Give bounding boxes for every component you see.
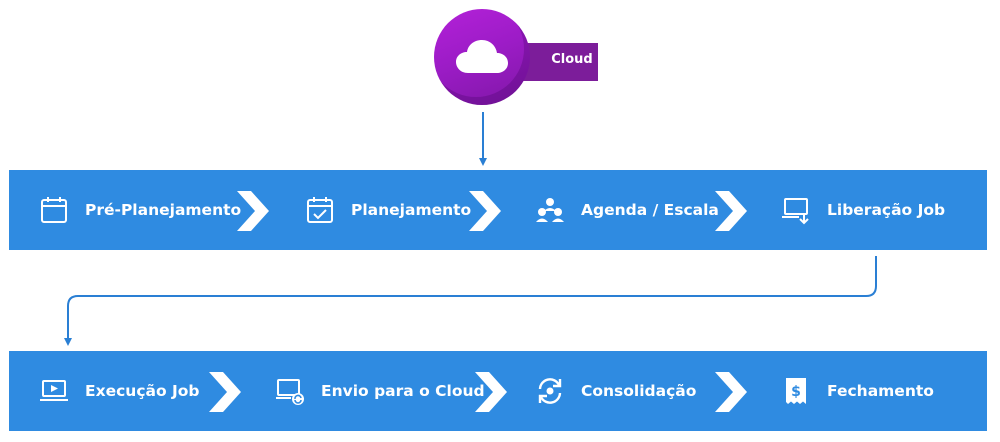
calendar-icon xyxy=(41,197,67,223)
step-label: Agenda / Escala xyxy=(581,201,719,219)
refresh-cycle-icon xyxy=(538,378,562,404)
chevron-right-icon xyxy=(715,372,747,412)
cloud-badge: Cloud xyxy=(434,9,599,105)
step-liberacao-job[interactable]: Liberação Job xyxy=(781,170,945,250)
step-label: Execução Job xyxy=(85,382,200,400)
step-label: Fechamento xyxy=(827,382,934,400)
step-pre-planejamento[interactable]: Pré-Planejamento xyxy=(39,170,241,250)
step-consolidacao[interactable]: Consolidação xyxy=(535,351,696,431)
laptop-sync-icon xyxy=(276,379,304,405)
cloud-circle xyxy=(434,9,530,105)
step-planejamento[interactable]: Planejamento xyxy=(305,170,471,250)
receipt-dollar-icon: $ xyxy=(786,378,806,404)
chevron-right-icon xyxy=(715,191,747,231)
laptop-download-icon xyxy=(782,198,809,225)
team-icon xyxy=(536,198,564,222)
cloud-icon xyxy=(456,40,508,73)
step-label: Pré-Planejamento xyxy=(85,201,242,219)
process-bar-row2: Execução Job Envio para o Cloud Consolid… xyxy=(9,351,987,431)
laptop-play-icon xyxy=(40,380,68,401)
step-label: Planejamento xyxy=(351,201,472,219)
step-execucao-job[interactable]: Execução Job xyxy=(39,351,200,431)
process-bar-row1: Pré-Planejamento Planejamento Agenda / E… xyxy=(9,170,987,250)
step-label: Liberação Job xyxy=(827,201,946,219)
step-agenda-escala[interactable]: Agenda / Escala xyxy=(535,170,719,250)
chevron-right-icon xyxy=(237,191,269,231)
svg-text:$: $ xyxy=(791,384,801,400)
chevron-right-icon xyxy=(209,372,241,412)
chevron-right-icon xyxy=(475,372,507,412)
step-fechamento[interactable]: $ Fechamento xyxy=(781,351,934,431)
calendar-check-icon xyxy=(307,197,333,223)
row1-to-row2-connector xyxy=(64,256,877,346)
cloud-label: Cloud xyxy=(551,52,593,67)
step-label: Envio para o Cloud xyxy=(321,382,485,400)
step-label: Consolidação xyxy=(581,382,697,400)
chevron-right-icon xyxy=(469,191,501,231)
step-envio-cloud[interactable]: Envio para o Cloud xyxy=(275,351,485,431)
